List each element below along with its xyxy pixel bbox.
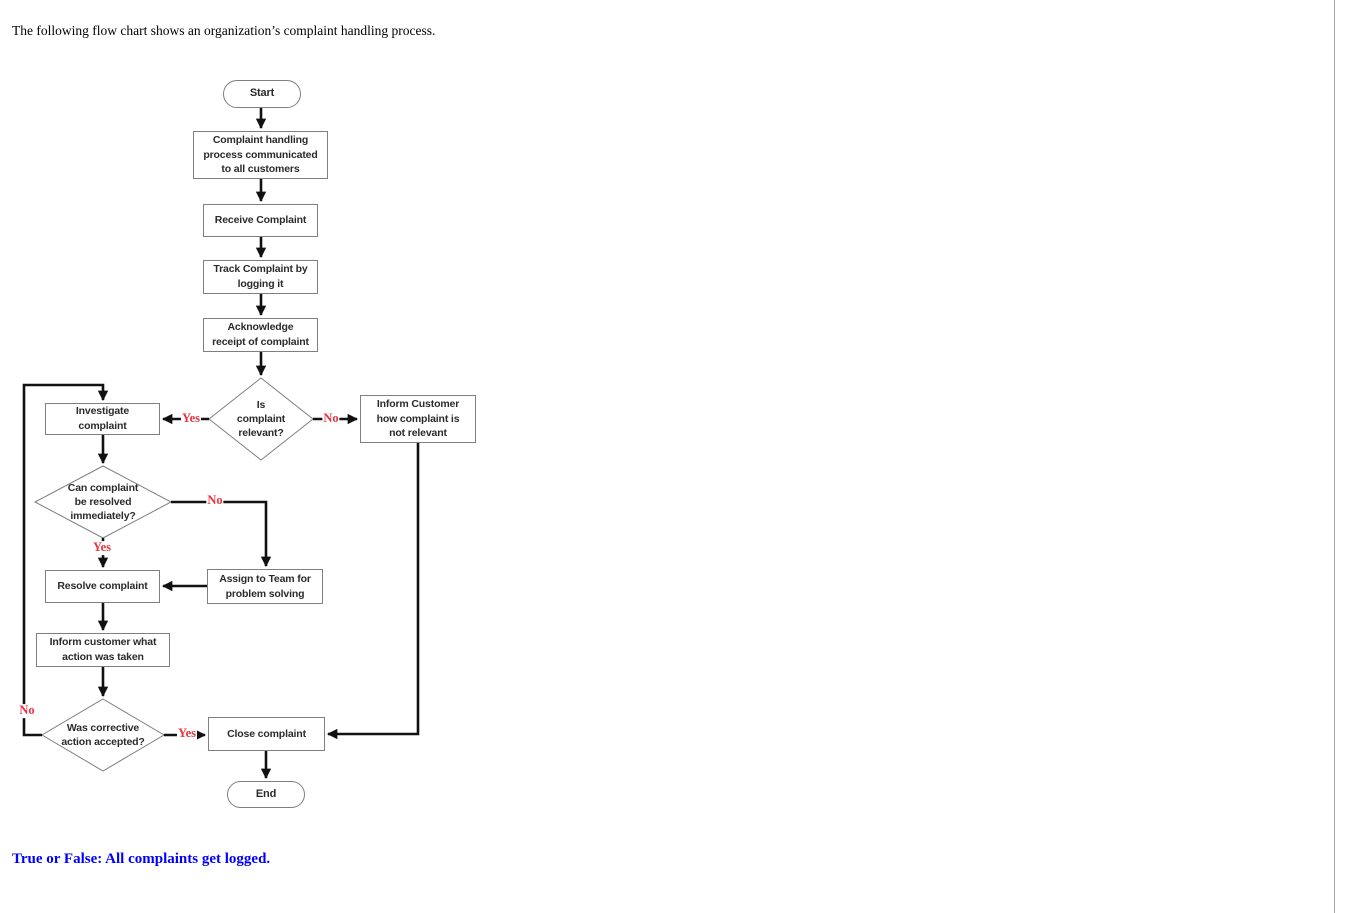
question-text: True or False: All complaints get logged… — [12, 851, 271, 867]
decision-diamond-is-complaint-relevant — [208, 377, 314, 461]
node-track-complaint: Track Complaint by logging it — [203, 260, 318, 294]
connector-inform-close — [326, 443, 420, 740]
node-resolve-complaint: Resolve complaint — [45, 570, 160, 603]
node-is-complaint-relevant-label: Is complaint relevant? — [236, 398, 286, 440]
flow-connectors — [22, 108, 420, 780]
node-assign-to-team: Assign to Team for problem solving — [207, 569, 323, 604]
edge-label-accepted-yes: Yes — [176, 726, 198, 741]
node-resolved-immediately-label: Can complaint be resolved immediately? — [67, 481, 139, 523]
node-start: Start — [223, 80, 301, 108]
node-inform-customer-not-relevant: Inform Customer how complaint is not rel… — [360, 395, 476, 443]
edge-label-relevant-no: No — [322, 411, 340, 426]
node-receive-complaint: Receive Complaint — [203, 204, 318, 237]
edge-label-relevant-yes: Yes — [180, 411, 202, 426]
node-inform-customer-action: Inform customer what action was taken — [36, 633, 170, 667]
node-close-complaint: Close complaint — [208, 717, 325, 751]
edge-label-accepted-no: No — [18, 703, 36, 718]
edge-label-resolved-yes: Yes — [91, 540, 113, 555]
connector-accepted-no-investigate — [22, 383, 109, 737]
connector-resolved-no-assign — [171, 500, 272, 568]
node-communicate-process: Complaint handling process communicated … — [193, 131, 328, 179]
decision-shapes — [33, 377, 314, 772]
node-acknowledge-receipt: Acknowledge receipt of complaint — [203, 318, 318, 352]
edge-label-resolved-no: No — [206, 493, 224, 508]
content-frame-border — [1334, 0, 1335, 913]
node-action-accepted-label: Was corrective action accepted? — [61, 721, 145, 748]
node-investigate-complaint: Investigate complaint — [45, 403, 160, 435]
intro-text: The following flow chart shows an organi… — [12, 23, 436, 38]
node-end: End — [227, 781, 305, 808]
decision-diamond-action-accepted — [41, 698, 165, 772]
